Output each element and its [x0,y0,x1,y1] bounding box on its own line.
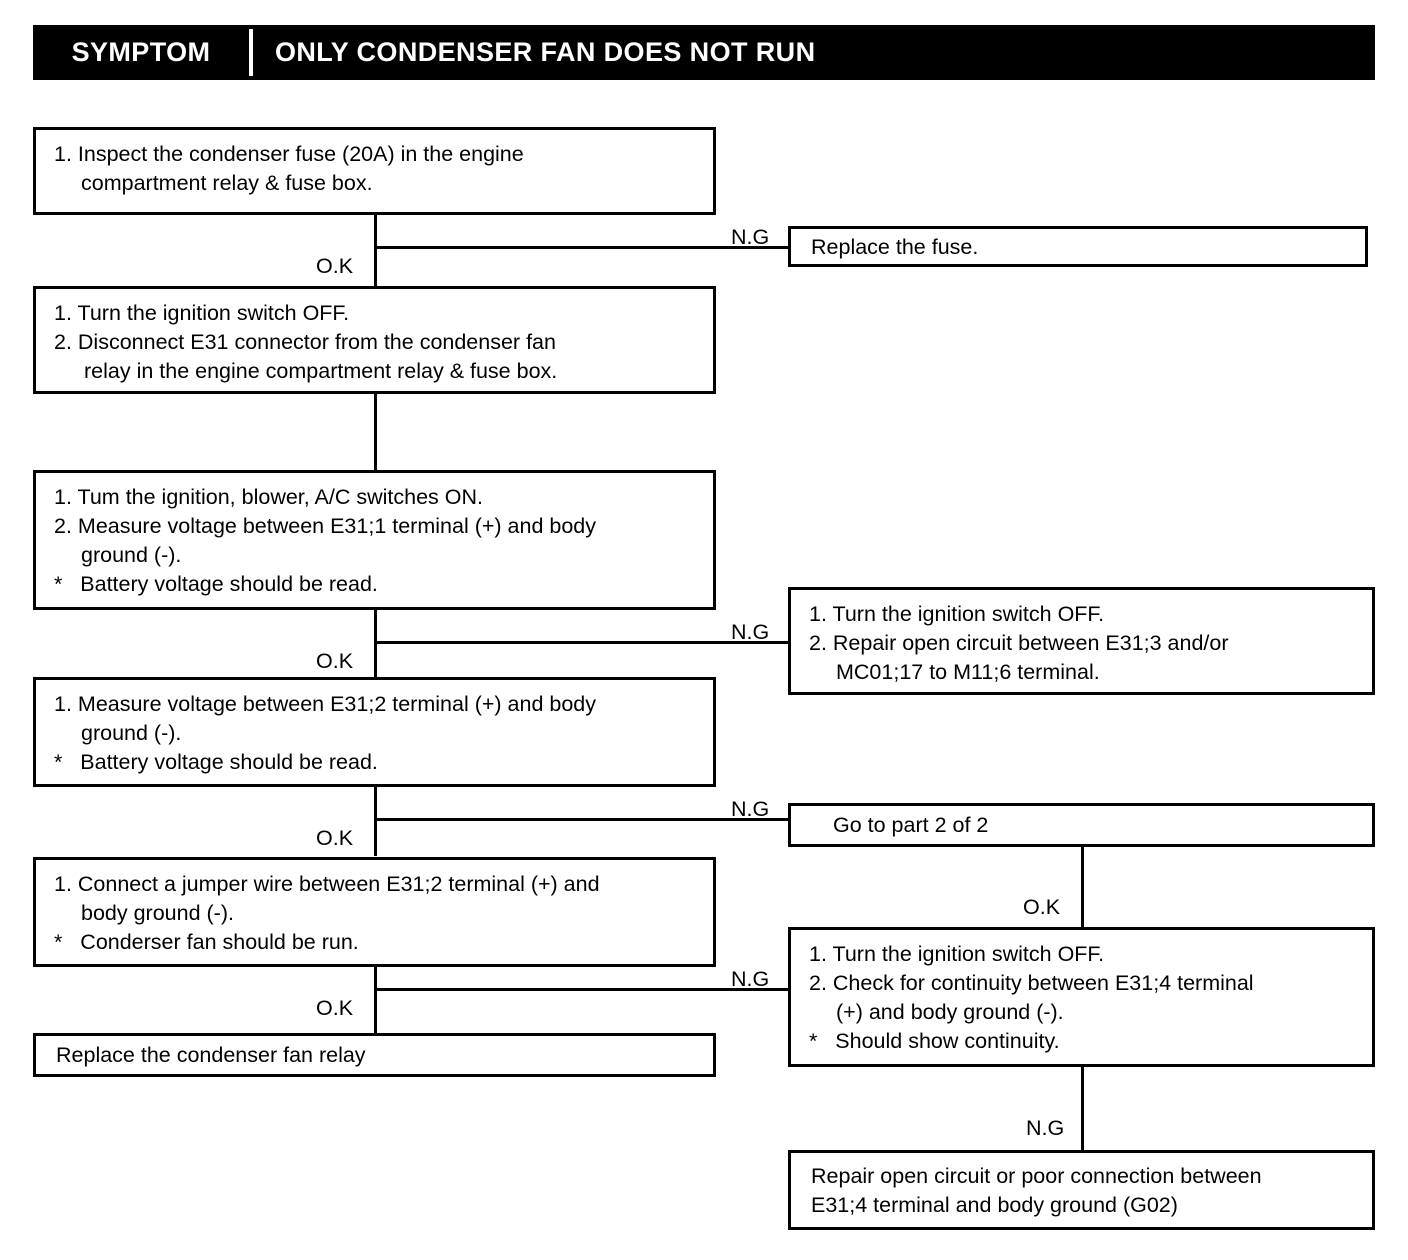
box-replace-fuse-line1: Replace the fuse. [811,235,979,259]
connector-box5-ng-horizontal [374,988,788,991]
box-measure-e31-1-line4: * Battery voltage should be read. [54,572,378,596]
connector-box5-down [374,967,377,1036]
symptom-label: SYMPTOM [71,37,211,67]
box-disconnect-e31-line3: relay in the engine compartment relay & … [84,359,558,383]
connector-box2-to-box3 [374,394,377,471]
label-ok-1: O.K [316,254,354,278]
box-measure-e31-2: 1. Measure voltage between E31;2 termina… [33,677,716,787]
connector-goto-part2-down [1081,847,1084,927]
connector-continuity-down [1081,1067,1084,1150]
box-jumper-wire-line2: body ground (-). [81,901,234,925]
box-replace-fuse: Replace the fuse. [788,226,1368,267]
box-continuity-check-line4: * Should show continuity. [809,1029,1060,1053]
box-goto-part-2-line1: Go to part 2 of 2 [833,813,989,837]
box-measure-e31-1-line1: 1. Tum the ignition, blower, A/C switche… [54,485,483,509]
box-jumper-wire-line3: * Conderser fan should be run. [54,930,359,954]
box-jumper-wire: 1. Connect a jumper wire between E31;2 t… [33,857,716,967]
box-goto-part-2: Go to part 2 of 2 [788,803,1375,847]
box-measure-e31-1-line3: ground (-). [81,543,182,567]
box-disconnect-e31-line1: 1. Turn the ignition switch OFF. [54,301,350,325]
box-disconnect-e31-line2: 2. Disconnect E31 connector from the con… [54,330,556,354]
label-ng-5: N.G [1026,1116,1065,1140]
label-ng-4: N.G [731,967,770,991]
box-repair-open-e31-3-line2: 2. Repair open circuit between E31;3 and… [809,631,1229,655]
box-repair-ground-line1: Repair open circuit or poor connection b… [811,1164,1262,1188]
box-repair-ground-line2: E31;4 terminal and body ground (G02) [811,1193,1178,1217]
connector-box1-ng-horizontal [374,246,788,249]
label-ok-3: O.K [316,826,354,850]
box-repair-open-e31-3-line1: 1. Turn the ignition switch OFF. [809,602,1105,626]
header-divider [249,29,253,76]
label-ng-3: N.G [731,797,770,821]
box-disconnect-e31: 1. Turn the ignition switch OFF. 2. Disc… [33,286,716,394]
box-continuity-check-line1: 1. Turn the ignition switch OFF. [809,942,1105,966]
box-continuity-check-line3: (+) and body ground (-). [836,1000,1064,1024]
symptom-header: SYMPTOM ONLY CONDENSER FAN DOES NOT RUN [33,25,1375,80]
connector-box4-down [374,787,377,856]
box-repair-ground: Repair open circuit or poor connection b… [788,1150,1375,1230]
label-ok-2: O.K [316,649,354,673]
box-jumper-wire-line1: 1. Connect a jumper wire between E31;2 t… [54,872,600,896]
box-inspect-fuse: 1. Inspect the condenser fuse (20A) in t… [33,127,716,215]
label-ok-4: O.K [1023,895,1061,919]
box-measure-e31-2-line2: ground (-). [81,721,182,745]
connector-box1-down [374,215,377,286]
box-measure-e31-1-line2: 2. Measure voltage between E31;1 termina… [54,514,597,538]
box-inspect-fuse-line2: compartment relay & fuse box. [81,171,373,195]
box-measure-e31-2-line3: * Battery voltage should be read. [54,750,378,774]
box-repair-open-e31-3: 1. Turn the ignition switch OFF. 2. Repa… [788,587,1375,695]
connector-box3-ng-horizontal [374,641,788,644]
box-replace-relay-line1: Replace the condenser fan relay [56,1043,366,1067]
box-measure-e31-1: 1. Tum the ignition, blower, A/C switche… [33,470,716,610]
box-repair-open-e31-3-line3: MC01;17 to M11;6 terminal. [836,660,1100,684]
label-ok-5: O.K [316,996,354,1020]
box-continuity-check: 1. Turn the ignition switch OFF. 2. Chec… [788,927,1375,1067]
box-measure-e31-2-line1: 1. Measure voltage between E31;2 termina… [54,692,597,716]
connector-box4-ng-horizontal [374,818,788,821]
box-inspect-fuse-line1: 1. Inspect the condenser fuse (20A) in t… [54,142,524,166]
label-ng-1: N.G [731,225,770,249]
box-replace-relay: Replace the condenser fan relay [33,1033,716,1077]
label-ng-2: N.G [731,620,770,644]
box-continuity-check-line2: 2. Check for continuity between E31;4 te… [809,971,1254,995]
symptom-title: ONLY CONDENSER FAN DOES NOT RUN [275,37,816,67]
